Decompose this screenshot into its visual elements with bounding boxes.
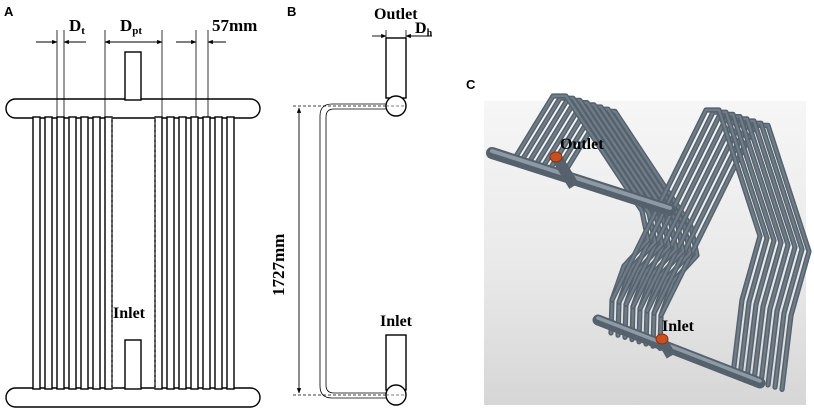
top-header — [5, 98, 261, 119]
dim-dt-label: Dt — [69, 16, 85, 37]
bent-tube-3d-highlight — [624, 113, 776, 380]
dim-dpt-label: Dpt — [120, 16, 142, 37]
outlet-nozzle-a — [124, 51, 142, 101]
tube-group-left — [32, 116, 113, 390]
outlet-nozzle-cap — [549, 151, 563, 163]
inlet-nozzle-b — [385, 334, 407, 391]
inlet-label-c: Inlet — [662, 318, 695, 335]
panel-a: A — [4, 4, 261, 408]
outlet-label-b: Outlet — [374, 6, 418, 23]
panel-letter-b: B — [287, 4, 296, 19]
bent-tube-3d-highlight — [631, 115, 783, 382]
inlet-label-a: Inlet — [113, 305, 146, 322]
dim-dh-label: Dh — [415, 20, 433, 39]
inlet-label-b: Inlet — [380, 313, 413, 330]
bent-tube-3d-highlight — [645, 119, 797, 387]
height-1727mm-label: 1727mm — [269, 234, 288, 296]
bottom-header-3d — [592, 314, 766, 389]
outlet-nozzle-3d — [552, 155, 579, 189]
tube-group-right — [154, 116, 235, 390]
bent-tube-3d-highlight — [610, 108, 762, 376]
panel-letter-c: C — [466, 77, 476, 92]
dim-57mm-label: 57mm — [212, 16, 257, 35]
panel-letter-a: A — [4, 4, 14, 19]
panel-b: B 1727mm Outlet Dh Inlet — [269, 4, 433, 406]
tube-bundle-3d — [512, 93, 812, 392]
panel-c: C Outlet Inlet — [466, 77, 812, 405]
outlet-nozzle-b — [385, 37, 407, 99]
bent-tube-3d-highlight — [617, 111, 769, 378]
bent-tube-3d-highlight — [638, 117, 790, 384]
outlet-label-c: Outlet — [560, 136, 604, 153]
bottom-header — [5, 387, 261, 408]
inlet-nozzle-a — [124, 339, 142, 390]
inlet-nozzle-cap — [655, 333, 669, 345]
